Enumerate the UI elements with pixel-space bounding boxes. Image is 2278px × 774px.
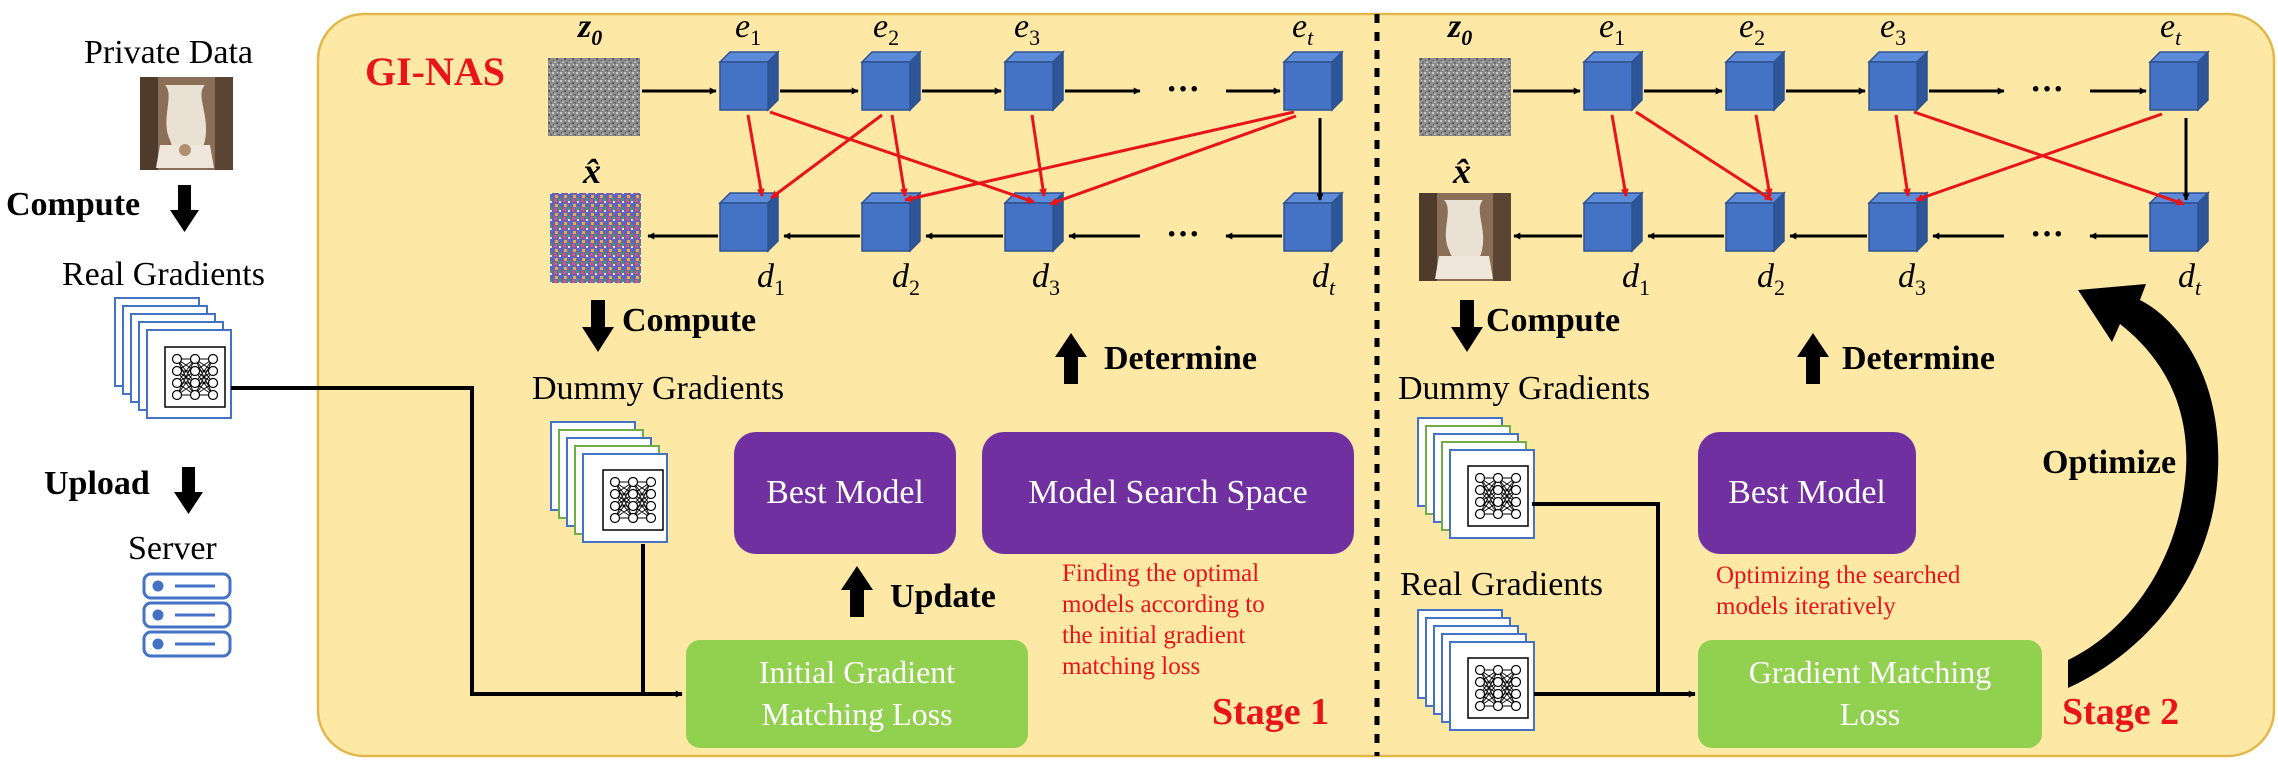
private-data-image	[140, 77, 233, 170]
z0-sub-stage2: 0	[1461, 24, 1473, 50]
stage2-pipeline	[1513, 51, 2209, 252]
stage2-dots-bottom: ···	[2030, 216, 2064, 253]
xhat-label-stage1: x̂	[583, 151, 601, 191]
server-label: Server	[128, 530, 217, 567]
decoder-label-d2-stage2: d2	[1757, 258, 1785, 300]
z0-label-stage1: z0	[578, 8, 602, 51]
xhat-label-stage2: x̂	[1453, 151, 1471, 191]
dummy-gradients-label-stage2: Dummy Gradients	[1398, 370, 1651, 407]
decoder-label-dt-stage2: dt	[2178, 258, 2202, 300]
z0-noise-image-stage1	[548, 58, 640, 136]
z0-noise-image-stage2	[1419, 58, 1511, 136]
private-data-label: Private Data	[84, 34, 253, 71]
loss-line1-stage2: Gradient Matching	[1748, 654, 1992, 691]
optimize-arrow	[2068, 284, 2219, 688]
encoder-label-e3-stage1: e3	[1014, 8, 1041, 50]
decoder-label-dt-stage1: dt	[1312, 258, 1336, 300]
decoder-label-d1-stage1: d1	[757, 258, 785, 300]
stage2-dots-top: ···	[2030, 71, 2064, 108]
stage1-dots-bottom: ···	[1166, 216, 1200, 253]
encoder-label-et-stage1: et	[1292, 8, 1314, 50]
dummy-gradients-icon-stage1	[550, 421, 668, 543]
gi-nas-title: GI-NAS	[365, 49, 506, 94]
decoder-label-d3-stage1: d3	[1032, 258, 1060, 300]
compute-arrow-left	[170, 185, 199, 232]
decoder-label-d2-stage1: d2	[892, 258, 920, 300]
loss-line2-stage2: Loss	[1839, 696, 1901, 732]
z0-label-stage2: z0	[1448, 8, 1472, 51]
upload-arrow	[174, 467, 203, 514]
real-gradients-label-left: Real Gradients	[62, 256, 265, 293]
update-arrow	[841, 566, 873, 617]
decoder-label-d1-stage2: d1	[1622, 258, 1650, 300]
stage2-note: Optimizing the searched models iterative…	[1716, 562, 1961, 620]
server-icon	[142, 572, 232, 658]
best-model-box-stage2: Best Model	[1698, 432, 1916, 554]
real-gradients-icon-stage2	[1417, 609, 1535, 731]
upload-label: Upload	[44, 465, 150, 502]
determine-label-stage2: Determine	[1842, 340, 1995, 377]
real-gradients-icon-left	[114, 297, 232, 419]
determine-arrow-stage2	[1797, 333, 1829, 384]
encoder-label-e1-stage2: e1	[1599, 8, 1626, 50]
determine-arrow-stage1	[1055, 333, 1087, 384]
dummy-gradients-label-stage1: Dummy Gradients	[532, 370, 785, 407]
determine-label-stage1: Determine	[1104, 340, 1257, 377]
z0-base-stage2: z	[1448, 8, 1462, 45]
encoder-label-e2-stage1: e2	[873, 8, 900, 50]
best-model-box-stage1: Best Model	[734, 432, 956, 554]
initial-loss-line2: Matching Loss	[761, 696, 953, 732]
encoder-label-e2-stage2: e2	[1739, 8, 1766, 50]
stage1-label: Stage 1	[1212, 691, 1330, 733]
update-label: Update	[890, 578, 996, 615]
xhat-output-image-stage1	[550, 193, 641, 283]
stage1-note: Finding the optimal models according to …	[1062, 560, 1265, 680]
stage2-label: Stage 2	[2062, 691, 2180, 733]
compute-label-stage2: Compute	[1486, 302, 1621, 339]
encoder-label-et-stage2: et	[2160, 8, 2182, 50]
real-gradients-connector	[231, 386, 683, 698]
stage1-dots-top: ···	[1166, 71, 1200, 108]
encoder-label-e3-stage2: e3	[1880, 8, 1907, 50]
gradient-matching-loss-box: Gradient Matching Loss	[1698, 640, 2042, 748]
stage1-pipeline	[642, 51, 1343, 252]
optimize-label: Optimize	[2042, 444, 2177, 481]
compute-label-left: Compute	[6, 186, 141, 223]
compute-label-stage1: Compute	[622, 302, 757, 339]
model-search-space-box: Model Search Space	[982, 432, 1354, 554]
dummy-gradients-icon-stage2	[1417, 417, 1535, 539]
encoder-label-e1-stage1: e1	[735, 8, 762, 50]
z0-sub-stage1: 0	[591, 24, 603, 50]
gi-nas-panel	[316, 12, 2276, 758]
z0-base-stage1: z	[578, 8, 592, 45]
xhat-output-image-stage2	[1419, 193, 1511, 281]
initial-loss-line1: Initial Gradient	[758, 654, 956, 691]
compute-arrow-stage2	[1451, 300, 1483, 352]
real-gradients-label-stage2: Real Gradients	[1400, 566, 1603, 603]
stage2-gradient-connectors	[1532, 502, 1696, 698]
decoder-label-d3-stage2: d3	[1898, 258, 1926, 300]
compute-arrow-stage1	[582, 300, 614, 352]
initial-loss-box: Initial Gradient Matching Loss	[686, 640, 1028, 748]
